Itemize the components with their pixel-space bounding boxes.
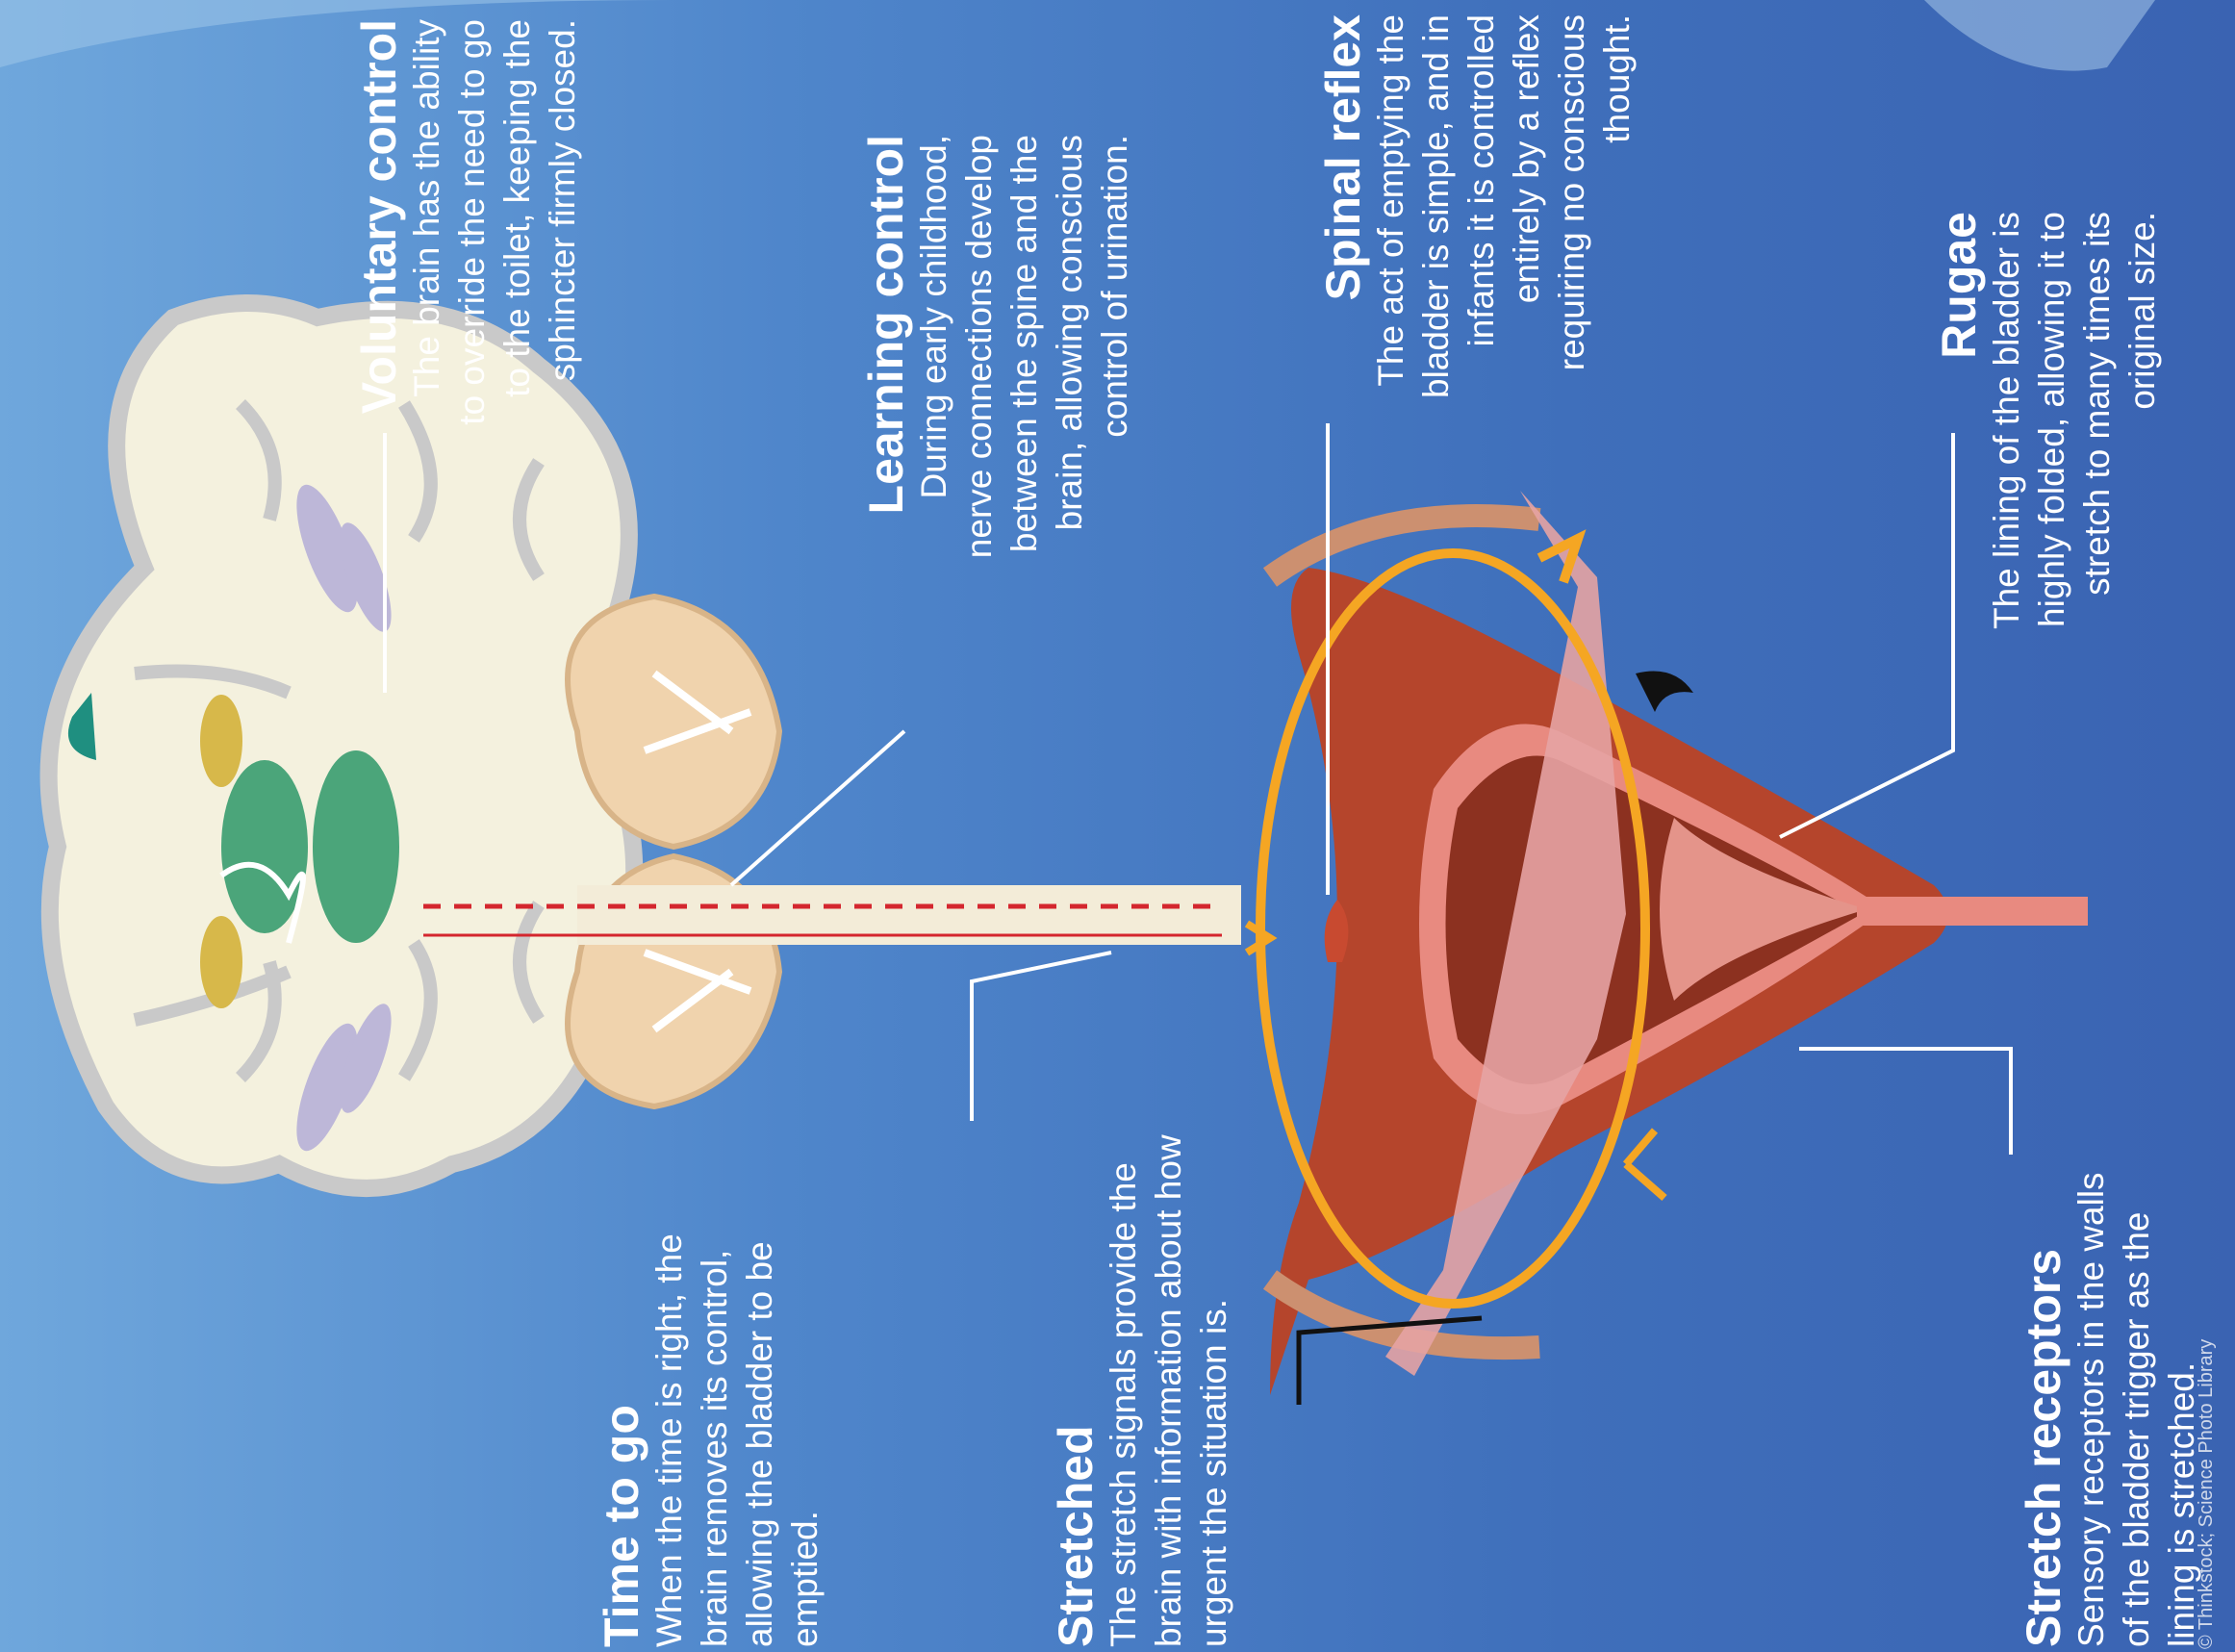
stretch-receptors-body: Sensory receptors in the walls of the bl… (2069, 1147, 2204, 1647)
receptor-marker (1626, 1131, 1664, 1198)
caption-voluntary-control: Voluntary control The brain has the abil… (354, 19, 585, 433)
time-to-go-body: When the time is right, the brain remove… (647, 1224, 827, 1647)
caption-time-to-go: Time to go When the time is right, the b… (597, 1224, 827, 1647)
image-credit: © Thinkstock; Science Photo Library (2196, 1339, 2218, 1649)
spinal-reflex-body: The act of emptying the bladder is simpl… (1368, 14, 1639, 404)
caption-rugae: Rugae The lining of the bladder is highl… (1934, 212, 2165, 674)
stretch-receptors-title: Stretch receptors (2019, 1147, 2069, 1647)
learning-control-title: Learning control (861, 135, 911, 597)
caption-stretch-receptors: Stretch receptors Sensory receptors in t… (2019, 1147, 2204, 1647)
stretched-title: Stretched (1051, 1128, 1101, 1647)
brain (49, 303, 779, 1188)
spinal-reflex-title: Spinal reflex (1318, 14, 1368, 404)
learning-control-body: During early childhood, nerve connection… (911, 135, 1137, 597)
rugae-title: Rugae (1934, 212, 1984, 674)
top-right-decor (1924, 0, 2155, 71)
stretched-body: The stretch signals provide the brain wi… (1101, 1128, 1236, 1647)
rugae-body: The lining of the bladder is highly fold… (1984, 212, 2165, 674)
voluntary-control-body: The brain has the ability to override th… (404, 19, 585, 433)
caption-stretched: Stretched The stretch signals provide th… (1051, 1128, 1236, 1647)
time-to-go-title: Time to go (597, 1224, 647, 1647)
caption-spinal-reflex: Spinal reflex The act of emptying the bl… (1318, 14, 1639, 404)
voluntary-control-title: Voluntary control (354, 19, 404, 433)
caption-learning-control: Learning control During early childhood,… (861, 135, 1137, 597)
